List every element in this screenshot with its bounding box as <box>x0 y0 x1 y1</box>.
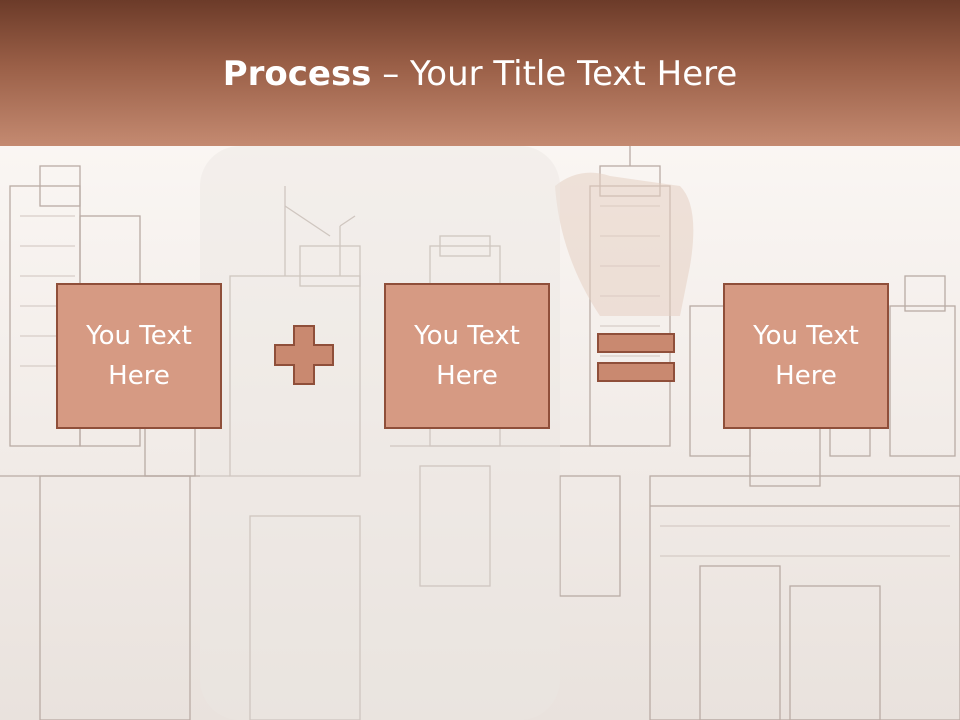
title-banner <box>0 0 960 146</box>
process-box-1-text: You Text Here <box>86 321 192 391</box>
process-box-2: You Text Here <box>384 283 550 429</box>
title-bold-text: Process <box>222 54 372 94</box>
title-rest-text: – Your Title Text Here <box>371 54 738 94</box>
process-box-2-text: You Text Here <box>414 321 520 391</box>
city-sketch-background <box>0 146 960 720</box>
process-box-3: You Text Here <box>723 283 889 429</box>
slide-title: Process – Your Title Text Here <box>0 52 960 96</box>
city-skyline-illustration <box>0 146 960 720</box>
process-box-1: You Text Here <box>56 283 222 429</box>
process-box-3-text: You Text Here <box>753 321 859 391</box>
